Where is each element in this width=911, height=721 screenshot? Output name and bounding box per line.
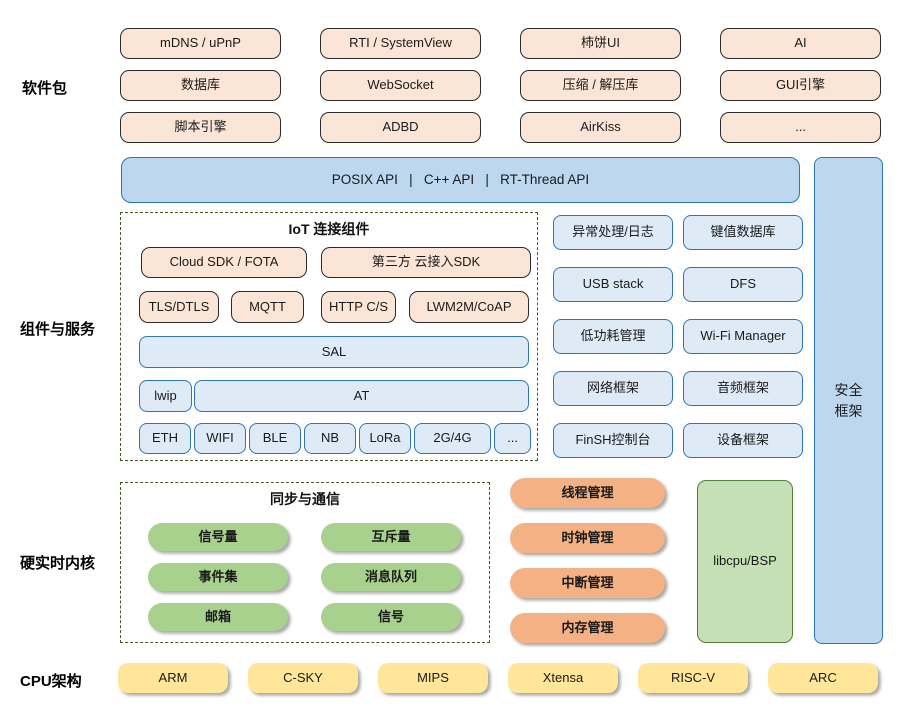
package-box: AI — [720, 28, 881, 59]
package-box: ... — [720, 112, 881, 143]
sync-frame-title: 同步与通信 — [270, 491, 340, 507]
sal-box: SAL — [139, 336, 529, 368]
cpu-box: RISC-V — [638, 663, 748, 693]
service-box: Wi-Fi Manager — [683, 319, 803, 354]
package-box: AirKiss — [520, 112, 681, 143]
link-box: LoRa — [359, 423, 411, 454]
link-box: NB — [304, 423, 356, 454]
package-box: WebSocket — [320, 70, 481, 101]
cpu-box: ARC — [768, 663, 878, 693]
cloud-sdk-box: Cloud SDK / FOTA — [141, 247, 307, 278]
mgmt-pill: 内存管理 — [510, 613, 665, 643]
link-box: BLE — [249, 423, 301, 454]
package-box: 压缩 / 解压库 — [520, 70, 681, 101]
link-box: ... — [494, 423, 531, 454]
services-column-left: 异常处理/日志 USB stack 低功耗管理 网络框架 FinSH控制台 — [553, 215, 673, 458]
mgmt-pill: 线程管理 — [510, 478, 665, 508]
sync-communication-frame: 同步与通信 信号量 互斥量 事件集 消息队列 邮箱 信号 — [120, 482, 490, 643]
service-box: 异常处理/日志 — [553, 215, 673, 250]
service-box: FinSH控制台 — [553, 423, 673, 458]
cpu-box: MIPS — [378, 663, 488, 693]
link-box: 2G/4G — [414, 423, 491, 454]
libcpu-bsp-box: libcpu/BSP — [697, 480, 793, 643]
section-label-kernel: 硬实时内核 — [20, 555, 96, 572]
mgmt-pill: 中断管理 — [510, 568, 665, 598]
package-box: 数据库 — [120, 70, 281, 101]
services-column-right: 键值数据库 DFS Wi-Fi Manager 音频框架 设备框架 — [683, 215, 803, 458]
sync-pill: 信号量 — [148, 523, 288, 551]
sync-pill: 邮箱 — [148, 603, 288, 631]
package-box: RTI / SystemView — [320, 28, 481, 59]
security-framework-bar: 安全 框架 — [814, 157, 883, 644]
section-label-cpu: CPU架构 — [20, 673, 82, 690]
link-box: WIFI — [194, 423, 246, 454]
iot-connectivity-frame: IoT 连接组件 Cloud SDK / FOTA 第三方 云接入SDK TLS… — [120, 212, 538, 461]
api-layer-bar: POSIX API | C++ API | RT-Thread API — [121, 157, 800, 203]
service-box: 音频框架 — [683, 371, 803, 406]
third-party-sdk-box: 第三方 云接入SDK — [321, 247, 531, 278]
protocol-box: HTTP C/S — [321, 291, 396, 323]
at-box: AT — [194, 380, 529, 412]
software-packages-grid: mDNS / uPnP RTI / SystemView 柿饼UI AI 数据库… — [120, 28, 881, 143]
protocol-box: MQTT — [231, 291, 304, 323]
cpu-box: ARM — [118, 663, 228, 693]
protocol-box: LWM2M/CoAP — [409, 291, 529, 323]
cpu-architectures-row: ARM C-SKY MIPS Xtensa RISC-V ARC — [118, 663, 878, 693]
sync-pill: 信号 — [321, 603, 461, 631]
service-box: 网络框架 — [553, 371, 673, 406]
cpu-box: C-SKY — [248, 663, 358, 693]
section-label-components: 组件与服务 — [20, 321, 96, 338]
sync-pill: 事件集 — [148, 563, 288, 591]
package-box: mDNS / uPnP — [120, 28, 281, 59]
service-box: USB stack — [553, 267, 673, 302]
service-box: 低功耗管理 — [553, 319, 673, 354]
sync-pill: 消息队列 — [321, 563, 461, 591]
lwip-box: lwip — [139, 380, 192, 412]
sync-pill: 互斥量 — [321, 523, 461, 551]
package-box: ADBD — [320, 112, 481, 143]
protocol-box: TLS/DTLS — [139, 291, 219, 323]
package-box: 脚本引擎 — [120, 112, 281, 143]
section-label-packages: 软件包 — [22, 80, 68, 97]
security-framework-line1: 安全 — [834, 381, 863, 398]
security-framework-line2: 框架 — [834, 402, 863, 419]
iot-frame-title: IoT 连接组件 — [288, 221, 370, 237]
cpu-box: Xtensa — [508, 663, 618, 693]
package-box: 柿饼UI — [520, 28, 681, 59]
service-box: 设备框架 — [683, 423, 803, 458]
mgmt-pill: 时钟管理 — [510, 523, 665, 553]
link-box: ETH — [139, 423, 191, 454]
package-box: GUI引擎 — [720, 70, 881, 101]
service-box: 键值数据库 — [683, 215, 803, 250]
service-box: DFS — [683, 267, 803, 302]
